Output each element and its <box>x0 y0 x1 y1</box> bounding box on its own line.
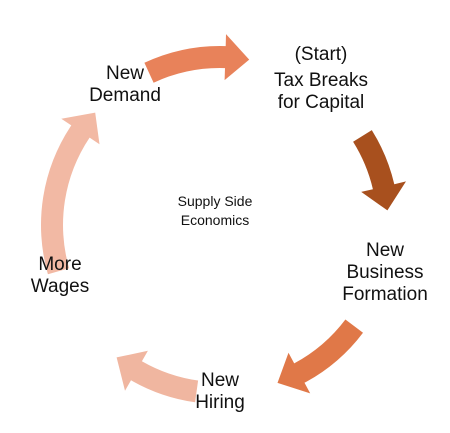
node-new-business-line-1: New <box>365 240 404 261</box>
arrow-new-hiring-to-more-wages <box>116 350 199 403</box>
node-new-demand-line-2: Demand <box>89 85 161 106</box>
arrow-tax-breaks-to-new-business <box>353 130 406 211</box>
node-new-demand-line-1: New <box>105 63 144 84</box>
node-new-hiring: New Hiring <box>175 370 265 414</box>
node-tax-breaks: (Start) Tax Breaks for Capital <box>266 44 376 114</box>
center-label-line-1: Supply Side <box>177 193 253 209</box>
node-tax-breaks-line-1: (Start) <box>294 44 348 65</box>
node-new-business-line-2: Business <box>346 262 424 283</box>
arrow-new-business-to-new-hiring <box>277 319 363 394</box>
node-new-business: New Business Formation <box>330 240 440 306</box>
center-label-line-2: Economics <box>180 212 250 228</box>
node-new-demand: New Demand <box>75 63 175 107</box>
center-label: Supply Side Economics <box>150 192 280 230</box>
node-more-wages-line-2: Wages <box>30 276 90 297</box>
node-new-hiring-line-2: Hiring <box>195 392 245 413</box>
node-tax-breaks-line-3: for Capital <box>277 92 365 113</box>
node-more-wages: More Wages <box>20 254 100 298</box>
node-more-wages-line-1: More <box>38 254 82 275</box>
node-tax-breaks-line-2: Tax Breaks <box>274 70 368 91</box>
arrow-more-wages-to-new-demand <box>40 112 100 275</box>
node-new-business-line-3: Formation <box>342 284 428 305</box>
node-new-hiring-line-1: New <box>200 370 239 391</box>
arrow-new-demand-to-tax-breaks <box>144 34 250 83</box>
